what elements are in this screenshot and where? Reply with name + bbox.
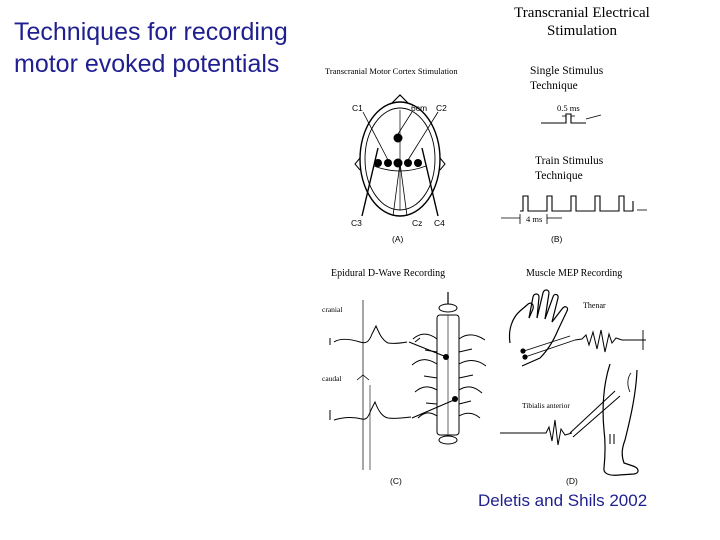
slide-title: Techniques for recording motor evoked po… (14, 16, 324, 80)
electrode-c3 (374, 159, 382, 167)
electrodes (374, 133, 422, 168)
recording-electrodes (443, 354, 458, 402)
train-stimulus-line-1: Train Stimulus (535, 155, 604, 167)
panel-a-heading: Transcranial Motor Cortex Stimulation (325, 66, 458, 76)
panel-c-letter: (C) (390, 476, 402, 486)
panel-b-letter: (B) (551, 234, 563, 244)
label-cz: Cz (412, 218, 422, 228)
citation: Deletis and Shils 2002 (478, 491, 648, 510)
label-distance: 6cm (411, 103, 427, 113)
leg-electrode-marks (609, 434, 615, 444)
single-stimulus-line-1: Single Stimulus (530, 65, 604, 77)
label-c2: C2 (436, 103, 447, 113)
header-line-2: Stimulation (547, 23, 618, 39)
electrode-front (393, 133, 403, 143)
panel-d: Muscle MEP Recording Thenar Tibialis ant… (500, 268, 646, 486)
thenar-mep-trace (574, 329, 646, 353)
electrode-c2 (404, 159, 412, 167)
title-line-2: motor evoked potentials (14, 50, 280, 78)
recording-leads (408, 337, 455, 419)
tibialis-mep-trace (500, 419, 573, 446)
label-c4: C4 (434, 218, 445, 228)
electrode-c1 (384, 159, 392, 167)
train-stimulus-line-2: Technique (535, 170, 583, 182)
d-wave-traces (329, 300, 412, 470)
panel-d-letter: (D) (566, 476, 578, 486)
single-stimulus-line-2: Technique (530, 80, 578, 92)
single-pulse-duration: 0.5 ms (557, 103, 580, 113)
tibialis-leads (569, 390, 621, 438)
panel-c: Epidural D-Wave Recording cranial caudal (322, 268, 487, 486)
panel-b: Single Stimulus Technique Train Stimulus… (501, 65, 647, 244)
electrode-cz (393, 158, 403, 168)
panel-d-heading: Muscle MEP Recording (526, 268, 622, 279)
spine-diagram (411, 292, 487, 445)
electrode-c4 (414, 159, 422, 167)
label-c1: C1 (352, 103, 363, 113)
label-thenar: Thenar (583, 301, 606, 310)
label-c3: C3 (351, 218, 362, 228)
leg-outline (602, 363, 639, 476)
title-line-1: Techniques for recording (14, 18, 288, 46)
hand-outline (508, 289, 576, 367)
electrode-leads (362, 111, 439, 161)
panel-a-letter: (A) (392, 234, 404, 244)
panel-c-heading: Epidural D-Wave Recording (331, 268, 445, 279)
train-interval: 4 ms (526, 214, 542, 224)
header-line-1: Transcranial Electrical (514, 5, 650, 21)
label-cranial: cranial (322, 305, 342, 314)
label-tibialis-anterior: Tibialis anterior (522, 401, 570, 410)
figure-header: Transcranial Electrical Stimulation (514, 5, 650, 39)
head-outline (354, 94, 446, 217)
thenar-electrodes (520, 348, 528, 360)
single-pulse-waveform (541, 113, 602, 124)
panel-a: Transcranial Motor Cortex Stimulation (325, 66, 458, 244)
pulse-train-waveform (501, 195, 647, 224)
label-caudal: caudal (322, 374, 342, 383)
